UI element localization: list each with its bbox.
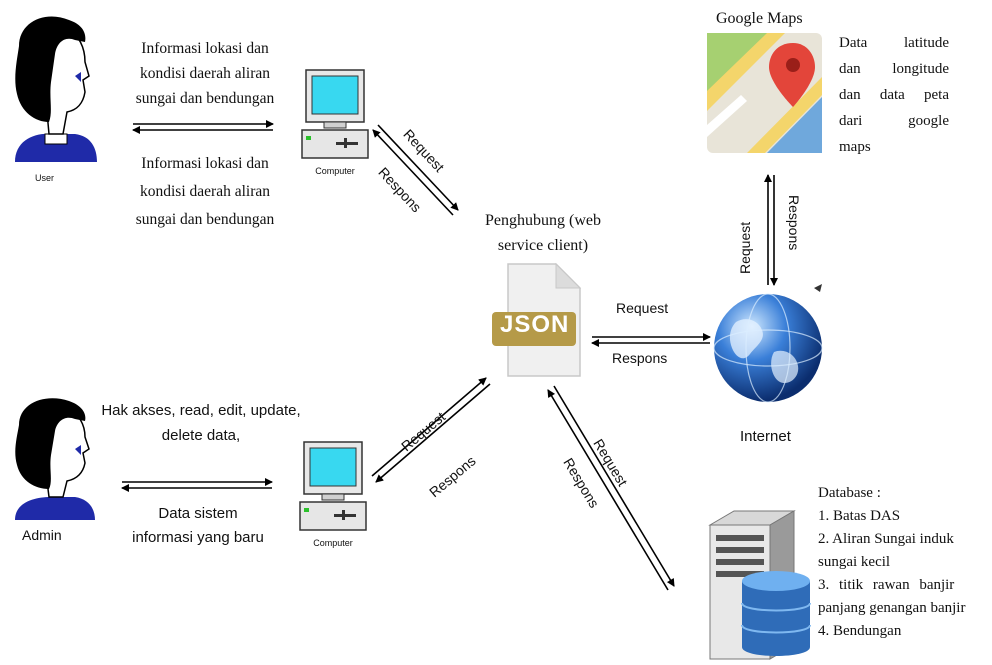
- label-respons-maps: Respons: [786, 195, 802, 251]
- label-respons-internet: Respons: [612, 350, 668, 366]
- internet-label: Internet: [740, 428, 791, 445]
- database-description: Database : 1. Batas DAS 2. Aliran Sungai…: [818, 485, 966, 639]
- computer-icon-top: [301, 69, 369, 159]
- user-label: User: [35, 173, 55, 183]
- label-request-maps: Request: [737, 221, 753, 274]
- database-server-icon: [708, 510, 811, 660]
- arrow-hub-to-computer-bottom: [375, 383, 491, 483]
- arrow-db-to-hub: [547, 389, 669, 591]
- google-maps-description: Data latitude dan longitude dan data pet…: [839, 35, 949, 155]
- computer-label-bottom: Computer: [313, 538, 353, 548]
- arrow-hub-to-computer: [372, 129, 454, 216]
- arrow-computer-to-hub-bottom: [371, 377, 487, 477]
- admin-label: Admin: [22, 527, 62, 543]
- google-maps-icon: [707, 33, 822, 153]
- user-message-text: Informasi lokasi dan kondisi daerah alir…: [135, 40, 275, 107]
- computer-icon-bottom: [299, 441, 367, 531]
- user-avatar-icon: [15, 16, 97, 162]
- computer-label-top: Computer: [315, 166, 355, 176]
- user-reply-text: Informasi lokasi dan kondisi daerah alir…: [135, 155, 275, 228]
- admin-reply-text: Data sistem informasi yang baru: [132, 505, 264, 546]
- admin-avatar-icon: [15, 398, 95, 520]
- arrow-hub-to-db: [553, 385, 675, 587]
- arrow-computer-to-hub: [377, 124, 459, 211]
- label-request-internet: Request: [616, 300, 669, 316]
- google-maps-title: Google Maps: [716, 10, 803, 27]
- internet-globe-icon: [713, 284, 823, 403]
- json-file-icon: [492, 262, 582, 377]
- admin-message-text: Hak akses, read, edit, update, delete da…: [101, 402, 301, 444]
- hub-title: Penghubung (web service client): [485, 212, 601, 254]
- json-label: JSON: [500, 311, 570, 338]
